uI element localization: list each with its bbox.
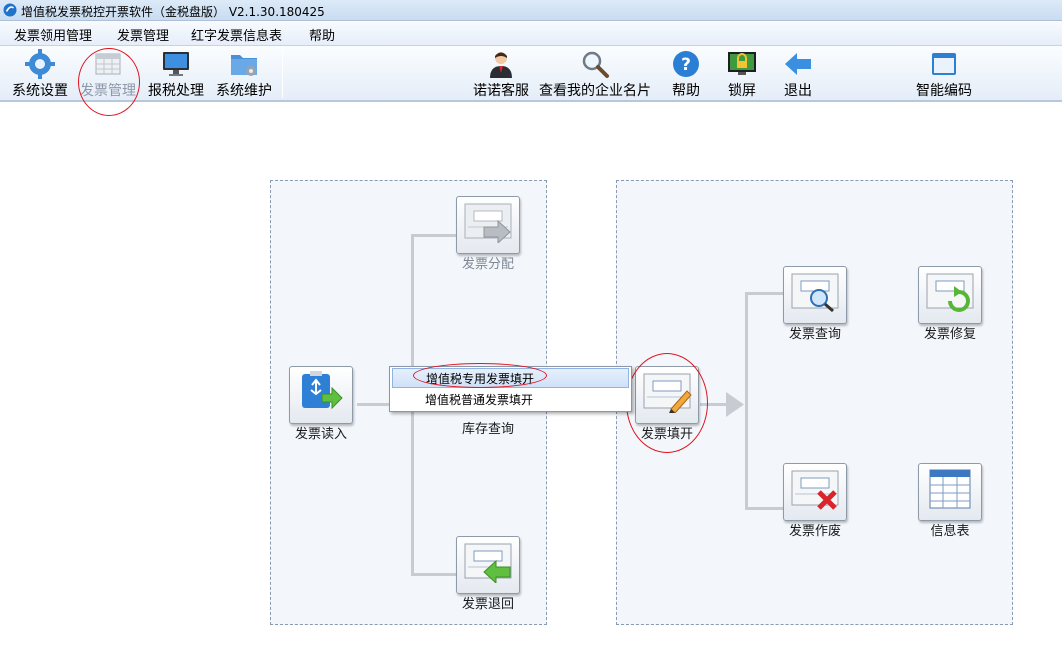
customer-service-button[interactable]: 诺诺客服: [472, 49, 530, 99]
title-bar: 增值税发票税控开票软件（金税盘版） V2.1.30.180425: [0, 0, 1062, 21]
connector-to-return: [411, 573, 457, 576]
window-icon: [932, 53, 956, 75]
agent-icon: [490, 52, 512, 78]
invoice-fill-context-menu: 增值税专用发票填开 增值税普通发票填开: [389, 366, 632, 412]
invoice-distribute-label: 发票分配: [461, 257, 514, 272]
menu-help[interactable]: 帮助: [309, 29, 336, 44]
menu-invoice-receive[interactable]: 发票领用管理: [14, 29, 93, 44]
invoice-repair-tile[interactable]: 发票修复: [918, 266, 982, 342]
menu-bar: 发票领用管理 发票管理 红字发票信息表 帮助: [0, 21, 1062, 46]
invoice-read-label: 发票读入: [294, 427, 347, 442]
invoice-grid-icon: [95, 53, 121, 75]
invoice-pencil-icon: [643, 373, 692, 413]
invoice-query-label: 发票查询: [788, 327, 841, 342]
gear-icon: [25, 49, 55, 79]
invoice-fill-label: 发票填开: [640, 427, 693, 442]
smart-coding-button[interactable]: 智能编码: [914, 49, 974, 99]
arrow-left-icon: [785, 53, 811, 75]
folder-gear-icon: [231, 55, 257, 76]
invoice-read-tile[interactable]: 发票读入: [289, 366, 353, 442]
help-button[interactable]: ? 帮助: [668, 49, 704, 99]
lock-screen-label: 锁屏: [728, 83, 756, 99]
system-maintenance-button[interactable]: 系统维护: [214, 49, 274, 99]
invoice-query-tile[interactable]: 发票查询: [783, 266, 847, 342]
invoice-management-label: 发票管理: [80, 83, 136, 99]
smart-coding-label: 智能编码: [916, 83, 972, 99]
info-table-label: 信息表: [930, 524, 970, 539]
arrow-right-icon: [726, 392, 744, 417]
invoice-return-tile[interactable]: 发票退回: [456, 536, 520, 612]
monitor-icon: [163, 52, 189, 76]
invoice-management-button[interactable]: 发票管理: [78, 49, 138, 99]
system-settings-button[interactable]: 系统设置: [10, 49, 70, 99]
window-title: 增值税发票税控开票软件（金税盘版） V2.1.30.180425: [21, 5, 325, 19]
connector-vertical-right: [745, 292, 748, 510]
help-label: 帮助: [672, 83, 700, 99]
exit-button[interactable]: 退出: [780, 49, 816, 99]
tax-filing-button[interactable]: 报税处理: [146, 49, 206, 99]
exit-label: 退出: [784, 83, 812, 99]
stock-query-tile[interactable]: 库存查询: [456, 376, 520, 437]
stock-query-label: 库存查询: [461, 422, 514, 437]
customer-service-label: 诺诺客服: [473, 83, 529, 99]
connector-to-query: [745, 292, 783, 295]
company-card-button[interactable]: 查看我的企业名片: [538, 49, 652, 99]
lock-icon: [728, 52, 756, 75]
menu-option-ordinary-invoice[interactable]: 增值税普通发票填开: [392, 390, 629, 410]
connector-to-void: [745, 507, 783, 510]
menu-option-special-invoice-label: 增值税专用发票填开: [426, 372, 535, 386]
app-icon: [3, 3, 17, 17]
connector-to-distribute: [411, 234, 457, 237]
question-icon: ?: [673, 51, 699, 77]
invoice-refresh-icon: [926, 273, 974, 312]
lock-screen-button[interactable]: 锁屏: [724, 49, 760, 99]
toolbar: 系统设置 发票管理 报税处理 系统维护: [0, 46, 1062, 102]
usb-import-icon: [302, 371, 343, 410]
menu-red-invoice-info[interactable]: 红字发票信息表: [191, 29, 283, 44]
invoice-repair-label: 发票修复: [923, 327, 976, 342]
invoice-fill-tile[interactable]: 发票填开: [635, 366, 699, 442]
tax-filing-label: 报税处理: [148, 83, 204, 99]
system-settings-label: 系统设置: [12, 83, 68, 99]
invoice-void-label: 发票作废: [788, 524, 841, 539]
invoice-delete-icon: [791, 470, 839, 510]
system-maintenance-label: 系统维护: [216, 83, 272, 99]
invoice-arrow-right-icon: [464, 203, 512, 243]
table-icon: [929, 469, 971, 509]
toolbar-separator: [282, 50, 283, 98]
menu-option-ordinary-invoice-label: 增值税普通发票填开: [425, 393, 534, 407]
invoice-search-icon: [791, 273, 839, 313]
invoice-distribute-tile[interactable]: 发票分配: [456, 196, 520, 272]
info-table-tile[interactable]: 信息表: [918, 463, 982, 539]
invoice-void-tile[interactable]: 发票作废: [783, 463, 847, 539]
invoice-return-label: 发票退回: [461, 597, 514, 612]
menu-option-special-invoice[interactable]: 增值税专用发票填开: [392, 368, 629, 388]
company-card-label: 查看我的企业名片: [539, 83, 651, 99]
magnifier-icon: [582, 51, 609, 78]
menu-invoice-management[interactable]: 发票管理: [117, 29, 170, 44]
connector-from-read: [357, 403, 413, 406]
svg-text:?: ?: [681, 55, 691, 75]
connector-from-fill: [700, 403, 728, 406]
invoice-arrow-left-icon: [464, 543, 512, 583]
